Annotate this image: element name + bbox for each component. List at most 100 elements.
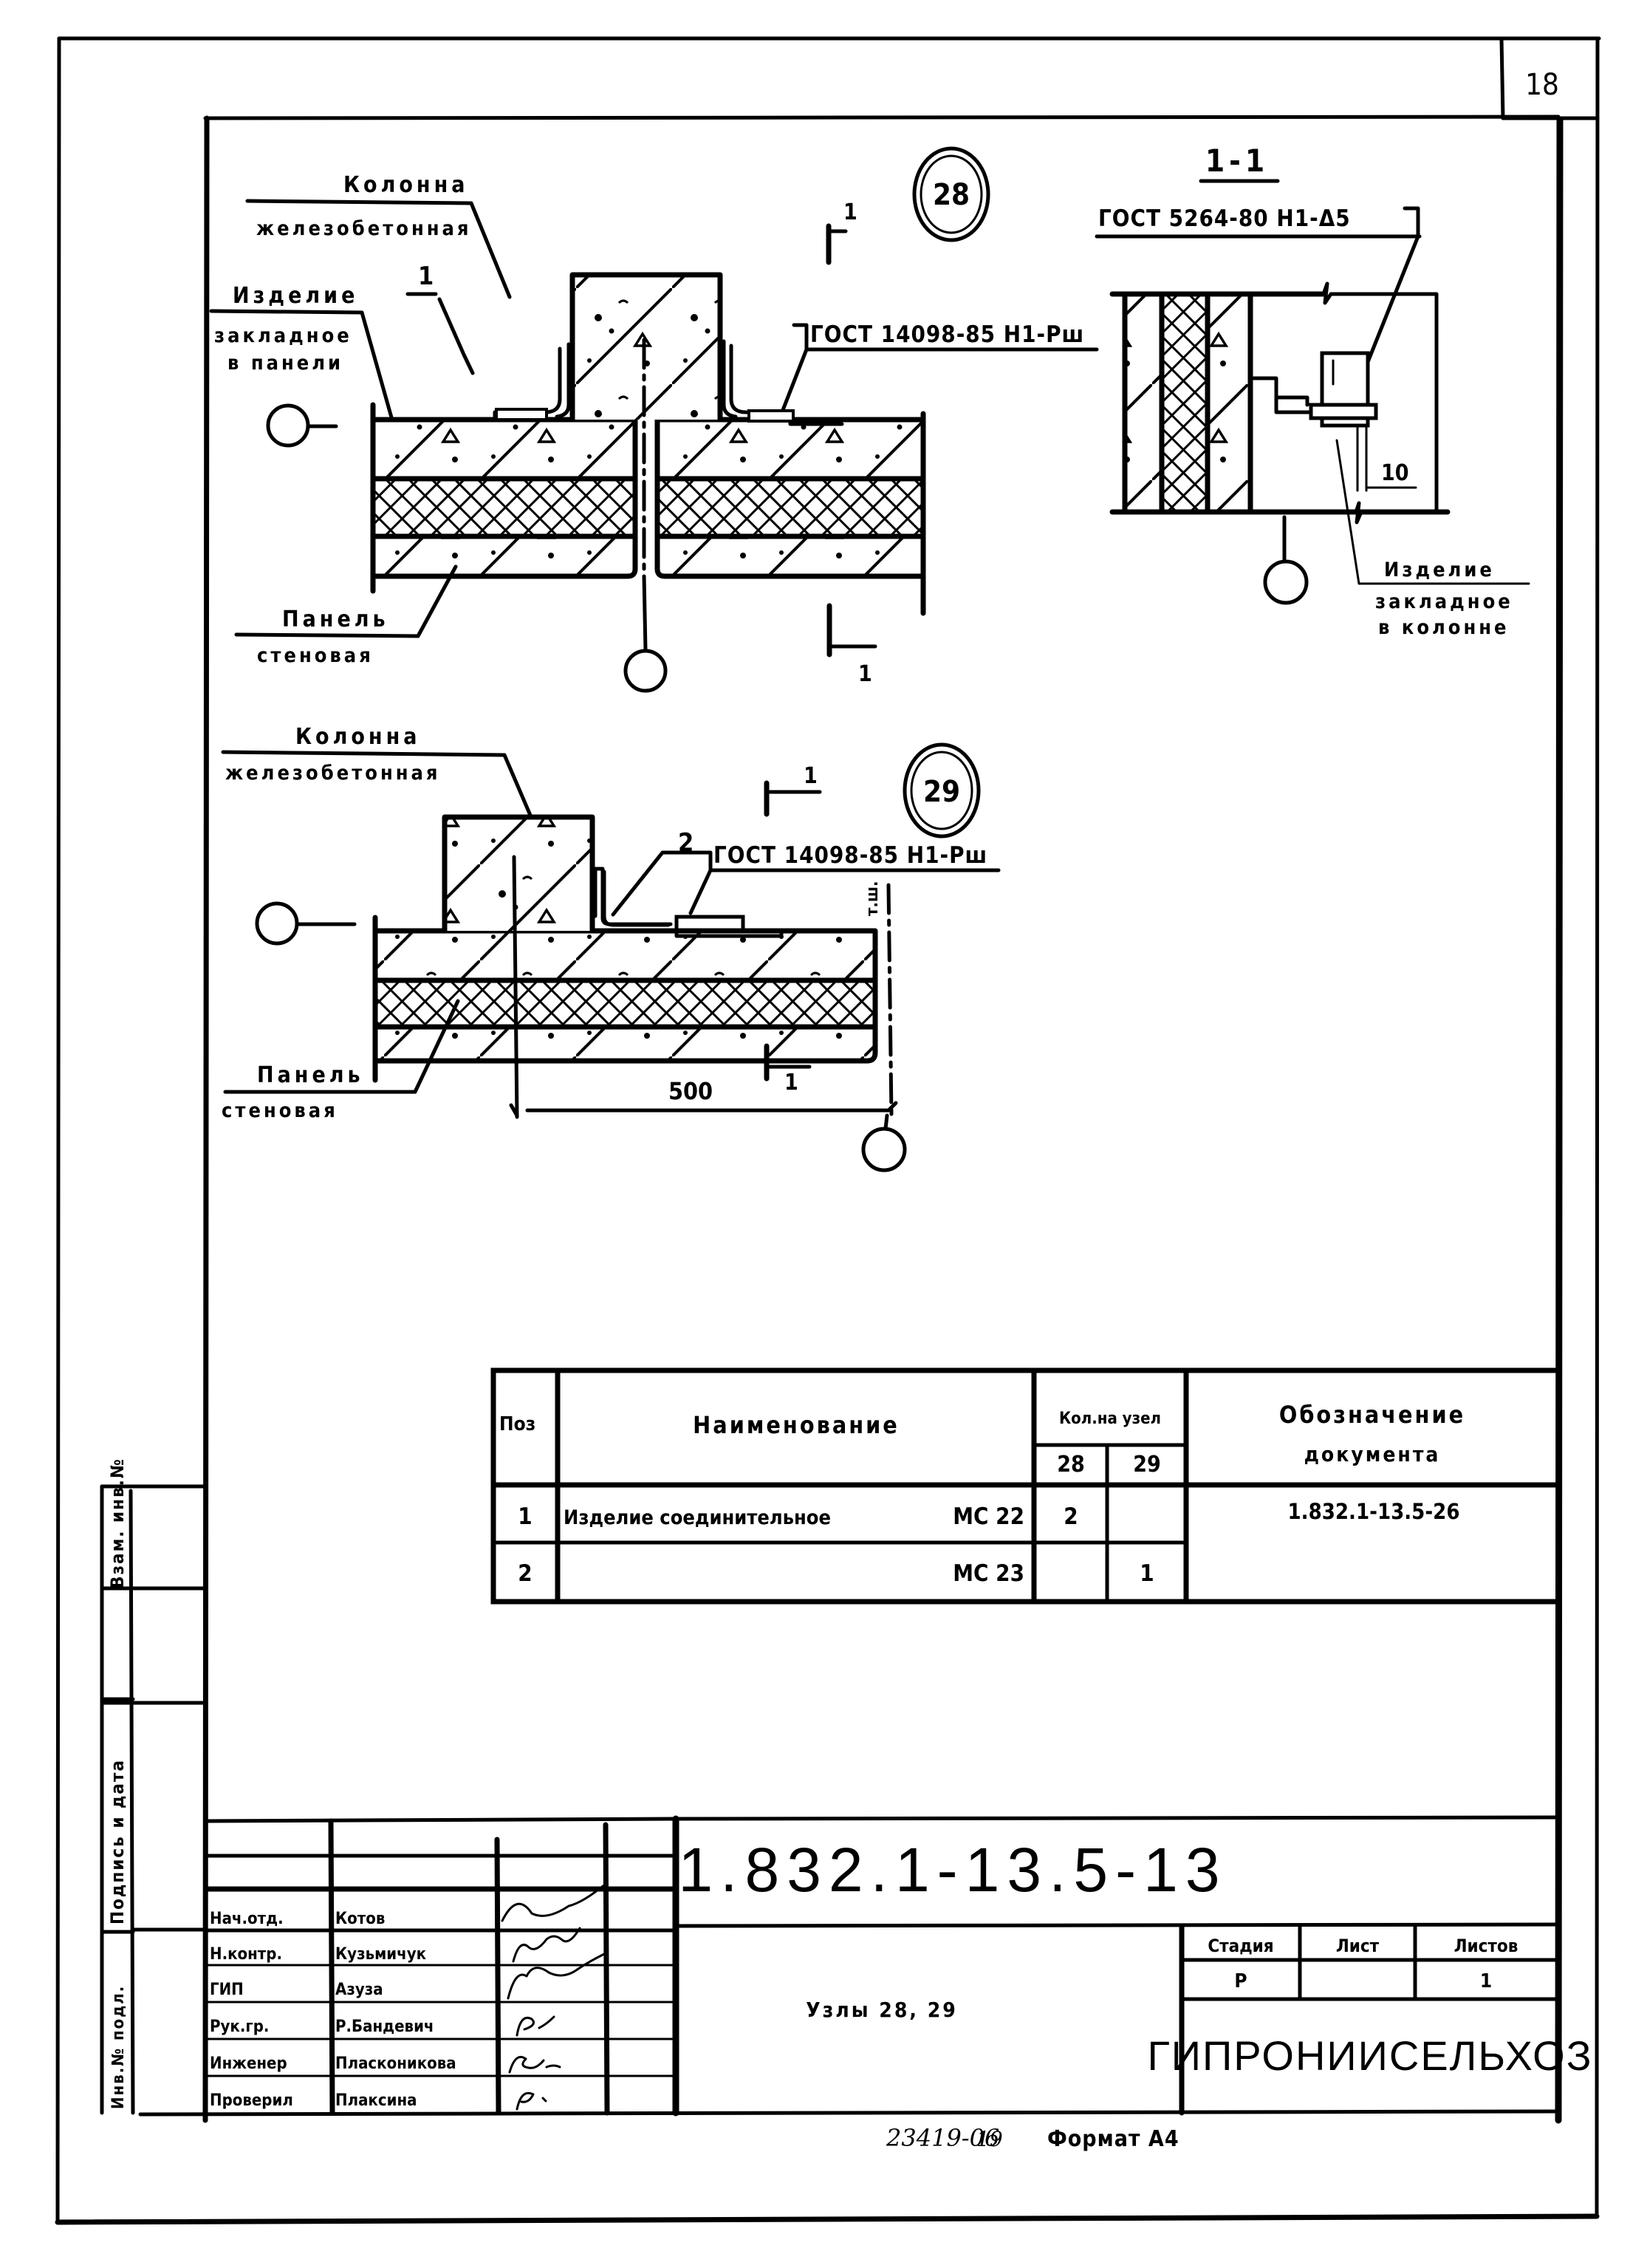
copy-suffix: 19: [976, 2127, 1003, 2151]
panel-29-inner-layer: [375, 1027, 875, 1061]
format-note: Формат А4: [1047, 2126, 1179, 2152]
page-number-box: 18: [1499, 36, 1600, 120]
table-header-qty-29: 29: [1133, 1452, 1161, 1478]
weld-note-28: ГОСТ 14098-85 Н1-Рш: [810, 321, 1084, 348]
signature-row: Рук.гр. Р.Бандевич: [210, 2015, 555, 2037]
panel-28-outer-layer-right: [657, 420, 923, 479]
sheet-label: Лист: [1336, 1936, 1380, 1956]
svg-text:29: 29: [923, 775, 960, 809]
sheet-title: Узлы 28, 29: [806, 1998, 958, 2022]
signature-name: Пласконикова: [335, 2054, 456, 2073]
label-embed-28-top: Изделие: [233, 283, 358, 309]
row-2-qty-29: 1: [1140, 1560, 1154, 1587]
label-embed-28-line3: в панели: [227, 352, 343, 375]
label-panel-28-top: Панель: [282, 607, 389, 632]
document-code[interactable]: 1.832.1-13.5-13: [678, 1835, 1227, 1905]
label-position-2: 2: [678, 828, 694, 858]
signature-name: Азуза: [335, 1981, 383, 1999]
axis-bubble-28-left: [266, 403, 310, 448]
svg-text:1: 1: [843, 199, 857, 225]
signature-row: Н.контр. Кузьмичук: [210, 1927, 581, 1964]
dimension-10: 10: [1381, 460, 1409, 486]
weld-note-1-1: ГОСТ 5264-80 Н1-Δ5: [1098, 205, 1351, 232]
signature-row: Инженер Пласконикова: [210, 2054, 561, 2074]
row-1-pos: 1: [518, 1503, 532, 1530]
signature-role: Нач.отд.: [210, 1910, 284, 1928]
panel-28-insulation-left: [373, 479, 635, 536]
table-header-name: Наименование: [693, 1411, 900, 1439]
label-embed-1-1-line3: в колонне: [1378, 616, 1510, 639]
svg-text:1: 1: [858, 661, 872, 687]
signature-role: Рук.гр.: [210, 2018, 269, 2036]
detail-marker-28: 28: [912, 146, 990, 242]
row-1-qty-28: 2: [1064, 1503, 1078, 1530]
panel-28-outer-layer-left: [373, 420, 635, 479]
panel-28-inner-layer-right: [657, 536, 923, 576]
spec-table: Поз Наименование Кол.на узел 28 29 Обозн…: [490, 1367, 1561, 1605]
label-column-28-bottom: железобетонная: [256, 217, 472, 240]
row-2-mark: МС 23: [953, 1560, 1024, 1587]
signature-name: Котов: [335, 1910, 385, 1928]
stamp-signature-date: Подпись и дата: [107, 1759, 128, 1924]
axis-bubble-28-bottom: [623, 649, 668, 693]
axis-bubble-1-1: [1263, 559, 1309, 605]
stage-label: Стадия: [1208, 1936, 1273, 1956]
axis-bubble-29-left: [255, 901, 299, 946]
table-header-designation-1: Обозначение: [1279, 1401, 1465, 1429]
axis-bubble-29-bottom: [861, 1127, 907, 1172]
table-header-qty-28: 28: [1057, 1452, 1085, 1478]
page-number: 18: [1525, 68, 1559, 102]
inner-frame: [138, 115, 1564, 2124]
label-column-28-top: Колонна: [343, 172, 468, 198]
panel-28-inner-layer-left: [373, 536, 635, 576]
section-mark-29-top: 1: [764, 763, 822, 817]
row-1-mark: МС 22: [953, 1503, 1024, 1530]
label-column-29-top: Колонна: [295, 724, 420, 750]
signature-row: ГИП Азуза: [210, 1953, 606, 2000]
column-28: [572, 275, 720, 420]
table-header-designation-2: документа: [1304, 1442, 1441, 1466]
row-1-name: Изделие соединительное: [564, 1506, 831, 1529]
wall-1-1-insulation: [1162, 294, 1208, 512]
label-embed-1-1-line2: закладное: [1375, 590, 1513, 613]
section-mark-28-top: 1: [826, 199, 857, 265]
signature-name: Р.Бандевич: [335, 2018, 434, 2036]
detail-28: [266, 272, 926, 693]
label-column-29-bottom: железобетонная: [225, 762, 441, 785]
wall-1-1-outer: [1125, 294, 1162, 512]
stage-value: Р: [1234, 1970, 1247, 1992]
detail-29: Колонна железобетонная 500: [221, 724, 1001, 1172]
signature-role: Н.контр.: [210, 1945, 282, 1964]
svg-text:1: 1: [804, 763, 818, 789]
label-panel-29-top: Панель: [257, 1062, 364, 1088]
signature-name: Плаксина: [335, 2091, 417, 2110]
detail-28-annotations: Колонна железобетонная 1 Изделие закладн…: [209, 146, 1099, 687]
dimension-500: 500: [668, 1077, 713, 1105]
signature-role: Инженер: [210, 2054, 287, 2073]
title-block: 1.832.1-13.5-13 Узлы 28, 29 Стадия Лист …: [204, 1815, 1592, 2117]
signature-name: Кузьмичук: [335, 1945, 427, 1964]
wall-1-1-inner: [1208, 294, 1250, 512]
outer-frame: [55, 36, 1601, 2225]
table-header-qty-group: Кол.на узел: [1059, 1410, 1161, 1428]
row-1-designation: 1.832.1-13.5-26: [1288, 1499, 1460, 1524]
label-embed-1-1-top: Изделие: [1384, 559, 1495, 581]
panel-29-outer-layer-right: [517, 931, 875, 980]
section-mark-28-bottom: 1: [826, 603, 877, 687]
signature-row: Нач.отд. Котов: [210, 1882, 607, 1928]
edge-note-29: т.ш.: [863, 881, 882, 916]
table-header-pos: Поз: [499, 1413, 535, 1435]
copy-number: 23419-06: [886, 2124, 999, 2152]
column-29: [445, 817, 592, 931]
signature-role: ГИП: [210, 1981, 244, 1999]
label-panel-28-bottom: стеновая: [257, 644, 374, 667]
weld-note-29: ГОСТ 14098-85 Н1-Рш: [713, 842, 987, 869]
panel-28-insulation-right: [657, 479, 923, 536]
organization-name: ГИПРОНИИСЕЛЬХОЗ: [1147, 2032, 1592, 2079]
signature-role: Проверил: [210, 2091, 293, 2110]
section-1-1-title: 1-1: [1205, 143, 1269, 179]
label-panel-29-bottom: стеновая: [222, 1099, 338, 1122]
side-stamp: Взам. инв.№ Подпись и дата Инв.№ подл.: [100, 1458, 208, 2115]
signature-row: Проверил Плаксина: [210, 2091, 547, 2111]
